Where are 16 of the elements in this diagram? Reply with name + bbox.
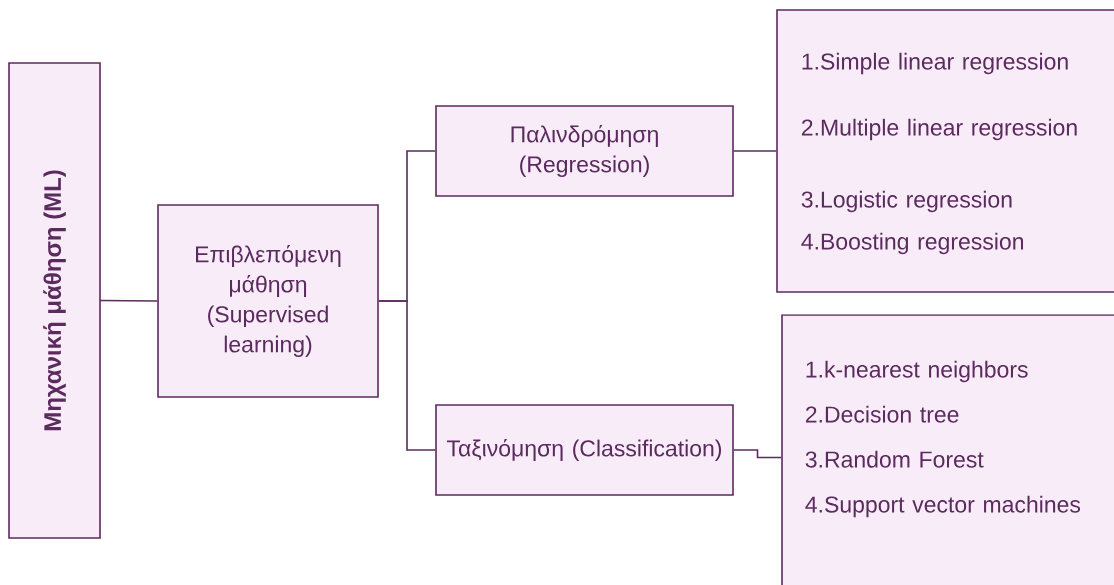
category-box: Παλινδρόμηση (Regression): [435, 105, 734, 197]
connector-line: [378, 300, 436, 451]
connector-line: [99, 299, 158, 302]
list-item: 2.Decision tree: [805, 405, 959, 423]
connector-line: [733, 150, 777, 152]
connector-line: [733, 449, 782, 459]
title-box: Μηχανική μάθηση (ML): [8, 62, 101, 539]
category-box: Ταξινόμηση (Classification): [435, 404, 734, 496]
list-item: 1.Simple linear regression: [802, 52, 1068, 75]
list-item: 2.Multiple linear regression: [801, 118, 1077, 141]
category-box: Επιβλεπόμενη μάθηση (Supervised learning): [157, 204, 379, 398]
list-item: 1.k-nearest neighbors: [806, 360, 1028, 383]
list-item: 4.Boosting regression: [801, 232, 1023, 255]
list-item: 3.Logistic regression: [801, 190, 1012, 213]
list-item: 3.Random Forest: [805, 450, 984, 468]
list-item: 4.Support vector machines: [805, 495, 1081, 518]
